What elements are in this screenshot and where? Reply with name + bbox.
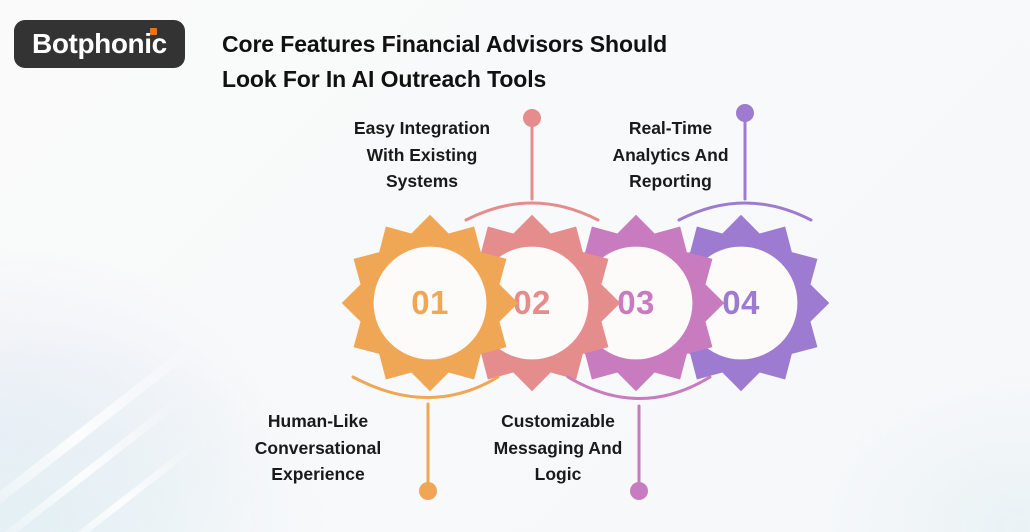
brand-logo-label: Botphonic <box>32 28 167 59</box>
step-label-line: Real-Time <box>628 118 713 138</box>
step-label-line: Easy Integration <box>353 118 491 138</box>
step-label-01: Human-Like Conversational Experience <box>203 408 433 488</box>
header: Botphonic Core Features Financial Adviso… <box>0 0 1030 110</box>
step-label-line: Conversational <box>254 437 382 458</box>
step-label-line: Human-Like <box>267 411 369 431</box>
gear-shape-icon <box>652 214 830 392</box>
step-label-02: Easy Integration With Existing Systems <box>312 115 532 195</box>
step-gear-03[interactable]: 03 <box>545 212 727 394</box>
step-number-02: 02 <box>513 284 551 321</box>
step-number-03: 03 <box>617 284 655 321</box>
step-label-line: Messaging And <box>493 437 623 458</box>
logo-accent-dot-icon <box>149 28 157 35</box>
step-label-line: Customizable <box>501 411 615 431</box>
background-streak <box>39 439 201 532</box>
step-gear-04[interactable]: 04 <box>650 212 832 394</box>
step-label-04: Real-Time Analytics And Reporting <box>563 115 778 195</box>
gear-shape-icon <box>443 214 621 392</box>
step-label-03: Customizable Messaging And Logic <box>443 408 673 488</box>
page-title: Core Features Financial Advisors Should … <box>222 27 822 97</box>
step-label-line: Systems <box>386 171 458 192</box>
step-number-01: 01 <box>411 284 449 321</box>
step-number-04: 04 <box>722 284 760 321</box>
step-label-line: Experience <box>271 464 365 485</box>
step-gear-01[interactable]: 01 <box>339 212 521 394</box>
step-label-line: With Existing <box>366 144 478 165</box>
background-streak <box>0 393 186 532</box>
page-title-line-2: Look For In AI Outreach Tools <box>222 65 547 92</box>
step-label-line: Reporting <box>629 171 712 192</box>
gear-shape-icon <box>547 214 725 392</box>
step-label-line: Logic <box>534 464 582 485</box>
brand-logo-text: Botphonic <box>32 28 167 59</box>
step-gear-02[interactable]: 02 <box>441 212 623 394</box>
gear-shape-icon <box>341 214 519 392</box>
page-title-line-1: Core Features Financial Advisors Should <box>222 31 668 57</box>
brand-logo-badge[interactable]: Botphonic <box>14 20 185 68</box>
step-label-line: Analytics And <box>612 144 729 165</box>
background-streak <box>0 338 202 532</box>
